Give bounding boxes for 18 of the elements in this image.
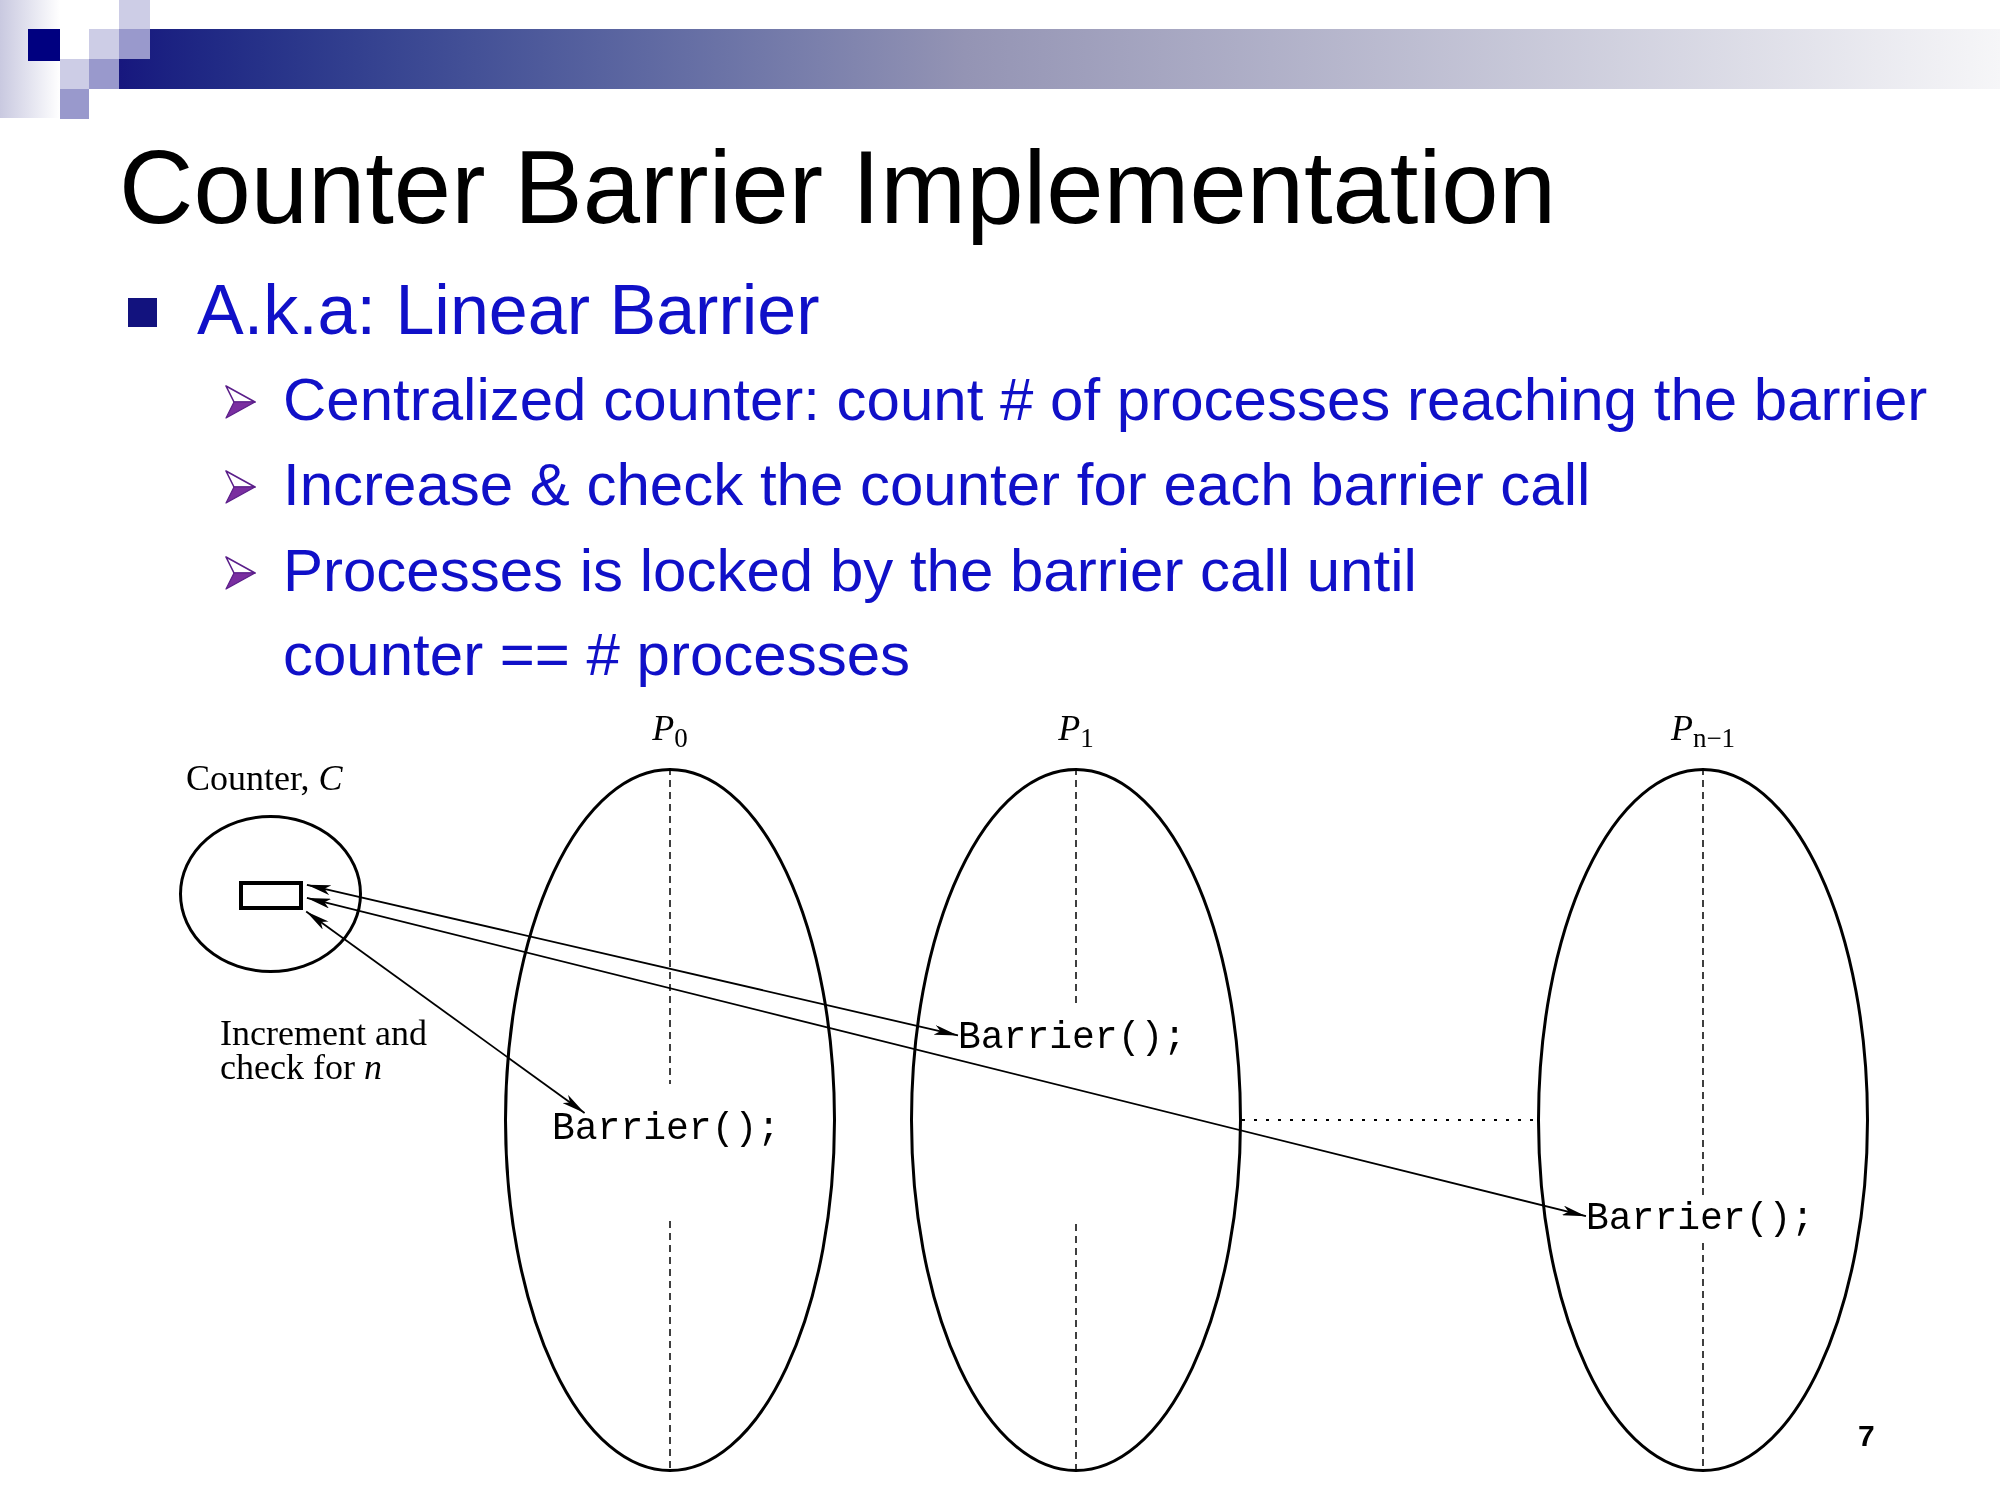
process-label: P$_{0}$	[652, 707, 688, 751]
bullet-text: Processes is locked by the barrier call until counter == # processes	[283, 536, 1418, 690]
page-number: 7	[1858, 1418, 1875, 1454]
process-label: P$_{1}$	[1058, 707, 1094, 751]
edge-label: Increment and check for n	[220, 1016, 428, 1084]
bullet-text: Centralized counter: count # of processes reaching the barrier	[283, 365, 1928, 435]
bullet-text: A.k.a: Linear Barrier	[197, 270, 820, 351]
process-label: P$_{n−1}$	[1670, 707, 1736, 751]
slide-title: Counter Barrier Implementation	[119, 129, 1556, 247]
double-headed-arrow	[305, 910, 586, 1114]
bullet-text: Increase & check the counter for each barrier call	[283, 450, 1591, 520]
double-headed-arrow	[306, 883, 959, 1037]
counter-label: Counter, C	[186, 757, 343, 800]
barrier-call-text: Barrier();	[1586, 1203, 1815, 1235]
barrier-call-text: Barrier();	[552, 1113, 781, 1145]
barrier-call-text: Barrier();	[958, 1022, 1187, 1054]
double-headed-arrow	[306, 897, 1587, 1218]
counter-register-rect	[239, 881, 303, 910]
